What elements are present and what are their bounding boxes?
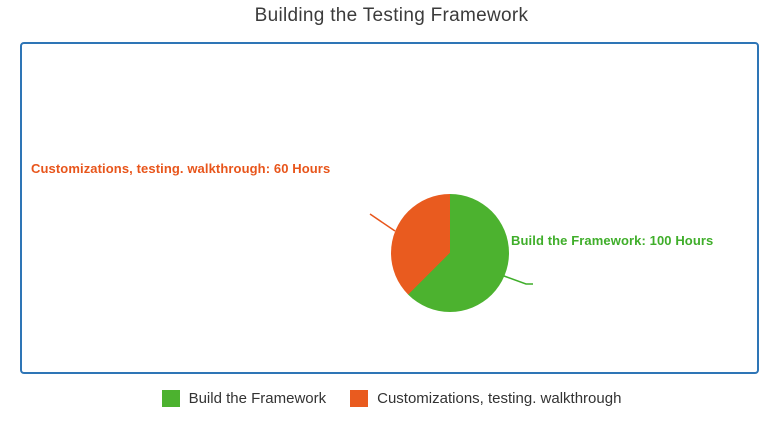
leader-line-orange [369,213,396,232]
legend: Build the Framework Customizations, test… [0,390,783,407]
legend-swatch-green-icon [161,390,180,407]
pie [391,194,509,312]
chart-title: Building the Testing Framework [254,5,529,26]
legend-item-build-framework: Build the Framework [161,390,327,407]
legend-label: Build the Framework [188,390,327,407]
legend-label: Customizations, testing. walkthrough [377,390,622,407]
legend-swatch-orange-icon [350,390,369,407]
callout-customizations: Customizations, testing. walkthrough: 60… [31,161,331,176]
chart-frame [20,42,759,374]
legend-item-customizations: Customizations, testing. walkthrough [350,390,621,407]
callout-build-framework: Build the Framework: 100 Hours [511,233,714,248]
leader-line-green [503,275,533,285]
